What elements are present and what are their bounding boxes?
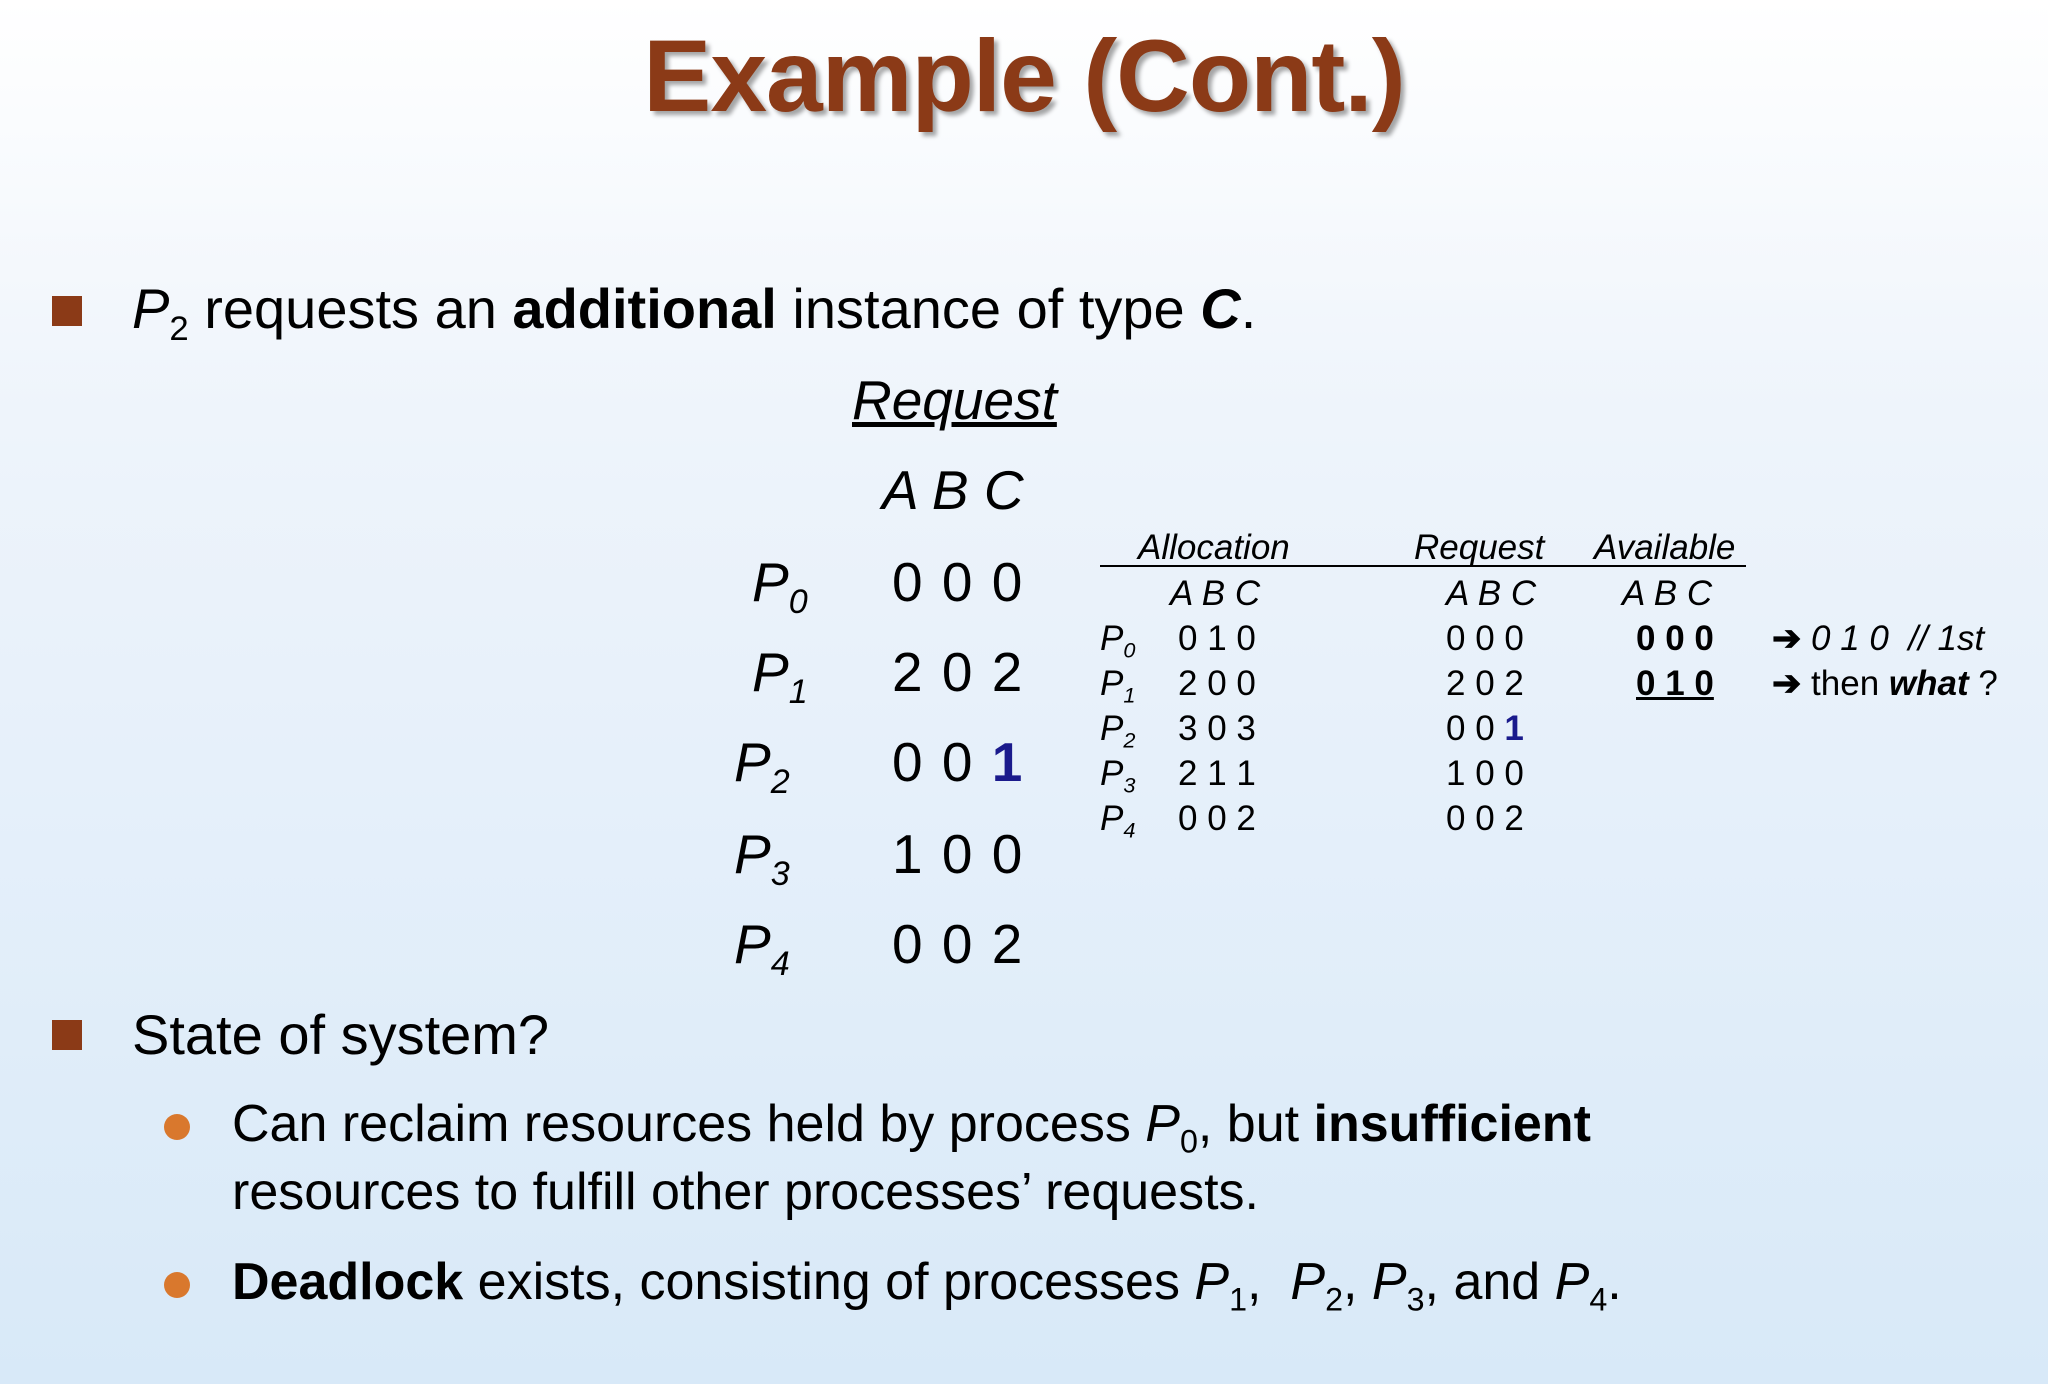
request-heading: Request <box>852 369 1057 431</box>
process-label: P <box>132 277 170 340</box>
request-row-p4-values: 0 0 2 <box>892 913 1025 975</box>
request-row-p1-label: P1 <box>752 641 808 711</box>
small-row-p0-label: P0 <box>1100 619 1136 663</box>
small-row-p2-allocation: 3 0 3 <box>1178 709 1256 748</box>
request-subheader: A B C <box>1446 574 1537 613</box>
small-row-p4-request: 0 0 2 <box>1446 799 1524 838</box>
bullet-square <box>52 296 82 326</box>
bullet-square <box>52 1020 82 1050</box>
request-columns: A B C <box>882 459 1024 521</box>
highlighted-value: 1 <box>1504 709 1524 748</box>
sub-bullet-1-line-1: Can reclaim resources held by process P0… <box>232 1095 1591 1160</box>
header-rule <box>1100 565 1746 567</box>
request-row-p3-values: 1 0 0 <box>892 823 1025 885</box>
small-row-p3-label: P3 <box>1100 754 1136 798</box>
bullet-dot <box>164 1272 190 1298</box>
note-second: ➔ then what ? <box>1772 664 1998 703</box>
small-row-p0-request: 0 0 0 <box>1446 619 1524 658</box>
available-value-1: 0 0 0 <box>1636 619 1714 658</box>
bullet-2-text: State of system? <box>132 1003 550 1066</box>
request-row-p2-values: 0 0 1 <box>892 731 1025 793</box>
small-row-p3-allocation: 2 1 1 <box>1178 754 1256 793</box>
bullet-1-text: P2 requests an additional instance of ty… <box>132 277 1257 349</box>
arrow-right-icon: ➔ <box>1772 664 1802 703</box>
allocation-header: Allocation <box>1138 528 1290 567</box>
sub-bullet-2-text: Deadlock exists, consisting of processes… <box>232 1253 1622 1318</box>
available-value-2: 0 1 0 <box>1636 664 1714 703</box>
note-first: ➔ 0 1 0 // 1st <box>1772 619 1985 658</box>
available-header: Available <box>1594 528 1736 567</box>
small-row-p2-request: 0 0 1 <box>1446 709 1524 748</box>
request-row-p2-label: P2 <box>734 731 790 801</box>
small-row-p0-allocation: 0 1 0 <box>1178 619 1256 658</box>
request-header: Request <box>1414 528 1545 567</box>
bullet-dot <box>164 1114 190 1140</box>
small-row-p1-allocation: 2 0 0 <box>1178 664 1256 703</box>
small-row-p1-label: P1 <box>1100 664 1136 708</box>
small-row-p4-allocation: 0 0 2 <box>1178 799 1256 838</box>
small-row-p2-label: P2 <box>1100 709 1136 753</box>
allocation-subheader: A B C <box>1170 574 1261 613</box>
request-row-p4-label: P4 <box>734 913 790 983</box>
sub-bullet-1-line-2: resources to fulfill other processes’ re… <box>232 1163 1259 1221</box>
arrow-right-icon: ➔ <box>1772 619 1802 658</box>
request-row-p1-values: 2 0 2 <box>892 641 1025 703</box>
request-row-p3-label: P3 <box>734 823 790 893</box>
available-subheader: A B C <box>1622 574 1713 613</box>
small-row-p3-request: 1 0 0 <box>1446 754 1524 793</box>
request-row-p0-label: P0 <box>752 551 808 621</box>
slide-title: Example (Cont.) <box>643 19 1405 133</box>
highlighted-value: 1 <box>991 731 1025 793</box>
request-row-p0-values: 0 0 0 <box>892 551 1025 613</box>
small-row-p4-label: P4 <box>1100 799 1136 843</box>
small-row-p1-request: 2 0 2 <box>1446 664 1524 703</box>
